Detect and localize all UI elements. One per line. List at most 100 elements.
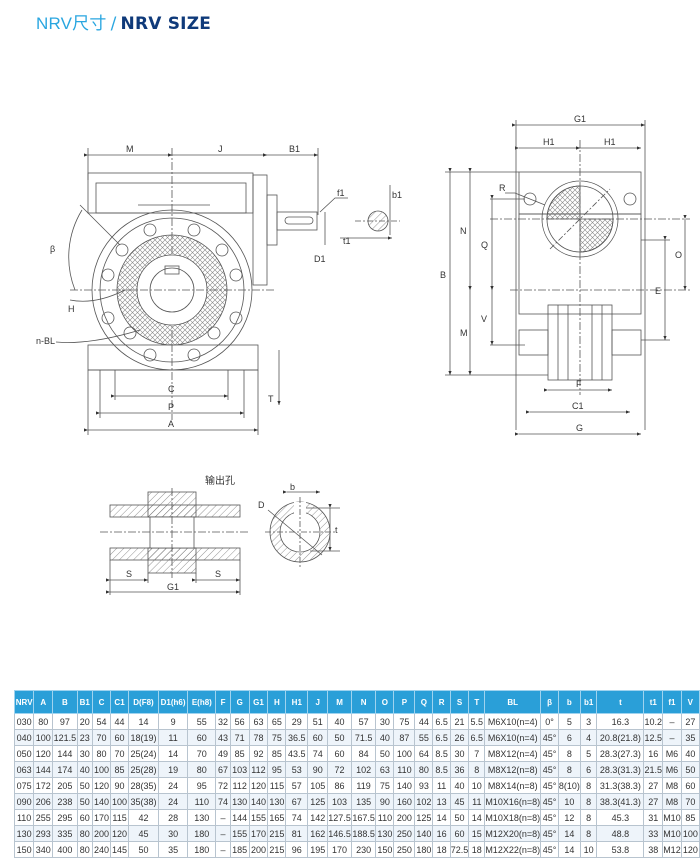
table-cell: 130 xyxy=(229,793,250,810)
column-header: D1(h6) xyxy=(157,690,189,714)
table-cell: 21.5 xyxy=(643,761,664,778)
table-cell: 11 xyxy=(468,793,486,810)
column-header: P xyxy=(393,690,416,714)
dim-label: D1 xyxy=(314,254,326,264)
table-cell: 27 xyxy=(643,777,664,794)
table-cell: 80 xyxy=(33,713,54,730)
table-cell: 85 xyxy=(109,761,130,778)
dim-label: β xyxy=(50,244,55,254)
table-cell: 80 xyxy=(187,761,217,778)
table-cell: 38 xyxy=(643,841,664,858)
table-cell: 112 xyxy=(229,777,250,794)
table-cell: 30 xyxy=(375,713,395,730)
column-header: G xyxy=(229,690,250,714)
table-cell: 130 xyxy=(375,825,395,842)
table-cell: M8 xyxy=(662,777,682,794)
table-cell: 40 xyxy=(449,777,470,794)
table-cell: – xyxy=(215,825,231,842)
title-cn: NRV尺寸 xyxy=(36,14,107,33)
table-cell: 5 xyxy=(557,713,581,730)
table-cell: 150 xyxy=(13,841,35,858)
table-cell: 25(24) xyxy=(128,745,159,762)
table-cell: 45° xyxy=(540,745,559,762)
table-cell: 7 xyxy=(468,745,486,762)
table-cell: 6.5 xyxy=(432,729,451,746)
table-cell: 125 xyxy=(307,793,329,810)
table-cell: 20.8(21.8) xyxy=(596,729,645,746)
dim-label: E xyxy=(655,286,661,296)
table-cell: 195 xyxy=(307,841,329,858)
column-header: N xyxy=(350,690,377,714)
table-cell: 40 xyxy=(76,761,93,778)
table-cell: 26 xyxy=(449,729,470,746)
table-cell: M10 xyxy=(662,825,682,842)
table-cell: 57 xyxy=(285,777,309,794)
column-header: t xyxy=(596,690,645,714)
table-cell: 100 xyxy=(680,825,700,842)
column-header: B xyxy=(52,690,78,714)
table-cell: 230 xyxy=(350,841,377,858)
table-cell: 45° xyxy=(540,777,559,794)
table-cell: 16 xyxy=(432,825,451,842)
side-view-labels: G1 H1 H1 R B N Q M V O E F C1 G xyxy=(440,114,682,433)
table-cell: – xyxy=(215,809,231,826)
front-view-labels: M J B1 β H n-BL C P A T f1 D1 t1 b1 xyxy=(36,144,402,429)
table-cell: 70 xyxy=(680,793,700,810)
table-cell: 96 xyxy=(285,841,309,858)
table-cell: 090 xyxy=(13,793,35,810)
table-cell: 340 xyxy=(33,841,54,858)
table-cell: 12 xyxy=(557,809,581,826)
table-cell: 28.3(31.3) xyxy=(596,761,645,778)
table-cell: 16 xyxy=(643,745,664,762)
table-cell: 188.5 xyxy=(350,825,377,842)
table-cell: 80 xyxy=(91,745,112,762)
output-hole-caption: 输出孔 xyxy=(205,474,235,487)
table-cell: 18 xyxy=(468,841,486,858)
column-header: S xyxy=(449,690,470,714)
table-cell: 8.5 xyxy=(432,761,451,778)
table-cell: 50 xyxy=(680,761,700,778)
table-cell: 100 xyxy=(393,745,416,762)
column-header: H xyxy=(267,690,287,714)
column-header: B1 xyxy=(76,690,93,714)
table-cell: 74 xyxy=(307,745,329,762)
table-cell: 110 xyxy=(13,809,35,826)
table-cell: – xyxy=(662,729,682,746)
table-cell: 70 xyxy=(109,745,130,762)
table-cell: 127.5 xyxy=(327,809,352,826)
table-cell: 60 xyxy=(76,809,93,826)
table-cell: 6 xyxy=(579,761,598,778)
table-cell: 14 xyxy=(468,809,486,826)
technical-drawing: M J B1 β H n-BL C P A T f1 D1 t1 b1 xyxy=(36,114,690,595)
table-cell: 150 xyxy=(375,841,395,858)
table-cell: 45° xyxy=(540,793,559,810)
column-header: NRV xyxy=(13,690,35,714)
table-cell: M8 xyxy=(662,793,682,810)
table-cell: 110 xyxy=(393,761,416,778)
table-cell: 115 xyxy=(267,777,287,794)
table-cell: 29 xyxy=(285,713,309,730)
table-cell: 67 xyxy=(215,761,231,778)
table-cell: 8 xyxy=(557,761,581,778)
table-cell: 135 xyxy=(350,793,377,810)
table-cell: 100 xyxy=(91,761,112,778)
table-cell: 240 xyxy=(91,841,112,858)
table-cell: 74 xyxy=(285,809,309,826)
column-header: V xyxy=(680,690,700,714)
dim-label: V xyxy=(481,314,487,324)
table-cell: 11 xyxy=(432,777,451,794)
table-cell: 93 xyxy=(414,777,434,794)
dim-label: f1 xyxy=(337,188,345,198)
table-cell: 75 xyxy=(375,777,395,794)
table-cell: 8 xyxy=(579,825,598,842)
dim-label: M xyxy=(126,144,134,154)
table-cell: 115 xyxy=(109,809,130,826)
table-cell: 180 xyxy=(187,825,217,842)
dim-label: N xyxy=(460,226,467,236)
table-cell: 72 xyxy=(215,777,231,794)
table-cell: 65 xyxy=(267,713,287,730)
dim-label: B xyxy=(440,270,446,280)
